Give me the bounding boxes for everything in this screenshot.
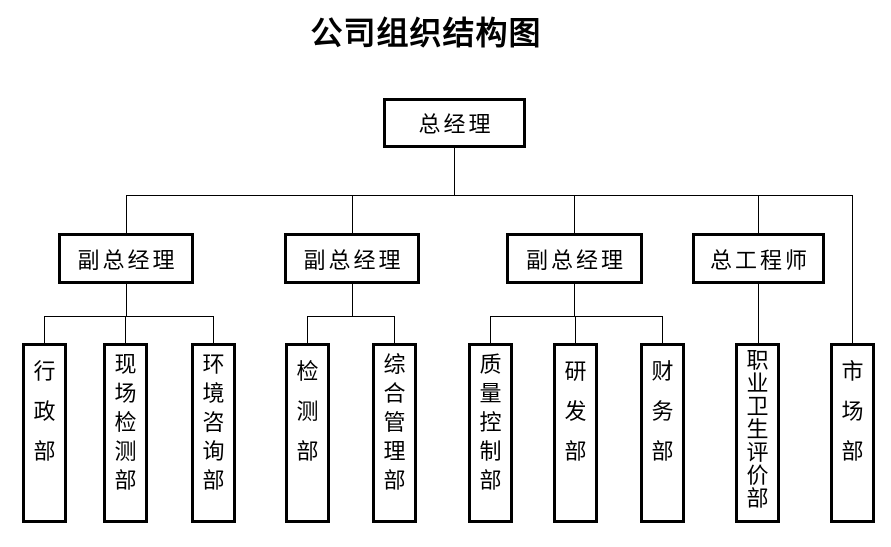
node-administration: 行政部 — [22, 343, 67, 523]
connector-rail-deputy-gm-3 — [490, 316, 663, 317]
node-occupational-health-evaluation: 职业卫生评价部 — [735, 343, 780, 523]
node-research-development: 研发部 — [553, 343, 598, 523]
connector-drop-deputy-gm-2 — [352, 195, 353, 233]
connector-root-stem — [454, 147, 455, 195]
connector-drop-chief-engineer — [758, 195, 759, 233]
connector-drop-research-development — [575, 316, 576, 343]
connector-drop-market — [852, 195, 853, 343]
connector-drop-deputy-gm-1 — [126, 195, 127, 233]
connector-drop-testing — [307, 316, 308, 343]
connector-stem-deputy-gm-3 — [574, 284, 575, 316]
connector-level2-rail — [126, 195, 853, 196]
connector-rail-deputy-gm-1 — [44, 316, 214, 317]
connector-rail-deputy-gm-2 — [307, 316, 395, 317]
connector-drop-environmental-consulting — [213, 316, 214, 343]
node-chief-engineer: 总工程师 — [692, 233, 825, 284]
node-onsite-testing: 现场检测部 — [103, 343, 148, 523]
connector-stem-deputy-gm-1 — [126, 284, 127, 316]
node-market: 市场部 — [830, 343, 875, 523]
node-quality-control: 质量控制部 — [468, 343, 513, 523]
connector-drop-onsite-testing — [125, 316, 126, 343]
connector-drop-general-management — [394, 316, 395, 343]
chart-title: 公司组织结构图 — [310, 15, 542, 51]
node-general-management: 综合管理部 — [372, 343, 417, 523]
node-environmental-consulting: 环境咨询部 — [191, 343, 236, 523]
node-general-manager: 总经理 — [383, 98, 526, 148]
connector-drop-administration — [44, 316, 45, 343]
connector-stem-deputy-gm-2 — [352, 284, 353, 316]
connector-drop-finance — [662, 316, 663, 343]
connector-drop-quality-control — [490, 316, 491, 343]
connector-stem-chief-engineer — [758, 284, 759, 343]
connector-drop-deputy-gm-3 — [574, 195, 575, 233]
node-deputy-gm-3: 副总经理 — [506, 233, 643, 284]
node-deputy-gm-1: 副总经理 — [58, 233, 194, 284]
node-finance: 财务部 — [640, 343, 685, 523]
node-deputy-gm-2: 副总经理 — [284, 233, 420, 284]
node-testing: 检测部 — [285, 343, 330, 523]
